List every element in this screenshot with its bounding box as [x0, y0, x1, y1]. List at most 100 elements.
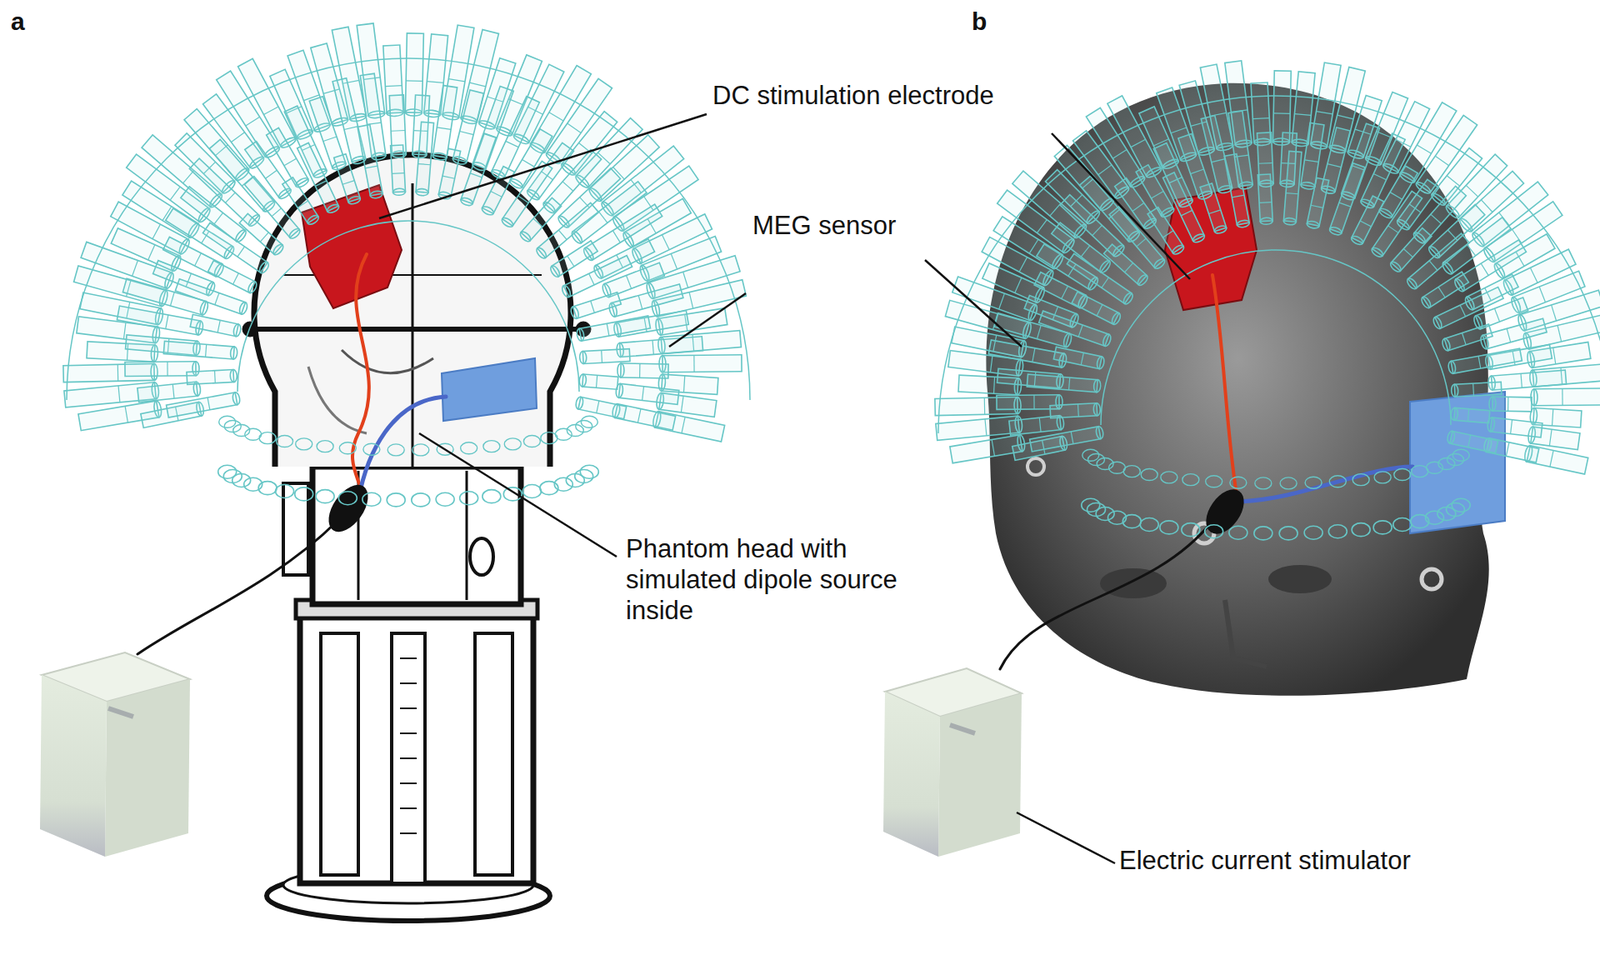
sensor-end — [523, 435, 540, 448]
sensor-ring — [1327, 164, 1341, 168]
sensor-tube — [575, 395, 627, 419]
sensor-end — [1447, 360, 1457, 375]
sensor-end — [1122, 515, 1141, 529]
sensor-tube — [1283, 150, 1302, 222]
sensor-end — [549, 264, 562, 279]
sensor-end — [1394, 469, 1411, 481]
sensor-ring — [470, 173, 482, 178]
sensor-tube — [190, 314, 239, 336]
sensor-ring — [344, 126, 359, 130]
sensor-end — [1389, 260, 1404, 274]
phantom-head — [242, 155, 591, 467]
sensor-ring — [405, 80, 423, 82]
sensor-tube — [1050, 403, 1101, 419]
sensor-end — [295, 438, 313, 450]
sensor-ring — [612, 230, 620, 243]
sensor-ring — [589, 273, 595, 285]
sensor-tube — [125, 361, 196, 377]
sensor-end — [338, 491, 357, 505]
sensor-ring — [1461, 333, 1466, 345]
sensor-tube — [334, 154, 362, 206]
sensor-tube — [1030, 426, 1101, 452]
sensor-end — [1213, 224, 1228, 235]
sensor-end — [1411, 465, 1429, 478]
helmet-outline — [1100, 250, 1451, 425]
reference-electrode — [441, 358, 1505, 534]
sensor-end — [1205, 475, 1223, 488]
sensor-end — [232, 474, 251, 488]
sensor-end — [1095, 507, 1115, 521]
sensor-tube — [1224, 154, 1250, 229]
sensor-end — [460, 196, 475, 208]
connector-plug — [320, 477, 1252, 540]
sensor-tube — [578, 396, 627, 419]
sensor-ring — [1520, 373, 1522, 388]
sensor-ring — [1069, 377, 1070, 390]
sensor-ring — [681, 416, 685, 434]
sensor-tube — [1444, 324, 1493, 351]
sensor-end — [316, 440, 334, 453]
sensor-ring — [132, 260, 139, 277]
sensor-ring — [1037, 325, 1042, 339]
sensor-tube — [579, 374, 619, 390]
callout-label: Electric current stimulator — [1116, 845, 1414, 876]
sensor-ring — [436, 127, 451, 130]
sensor-tube — [1163, 172, 1206, 245]
sensor-ring — [1360, 220, 1371, 227]
sensor-end — [500, 215, 515, 229]
sensor-tube — [617, 363, 669, 379]
sensor-ring — [490, 191, 502, 198]
sensor-tube — [415, 121, 435, 196]
phantom-stand — [266, 466, 550, 921]
sensor-tube — [615, 383, 679, 405]
sensor-end — [460, 491, 479, 505]
sensor-ring — [1259, 201, 1272, 204]
sensor-tube — [166, 392, 238, 418]
sensor-end — [238, 300, 250, 315]
sensor-ring — [518, 195, 529, 203]
sensor-ring — [684, 375, 685, 393]
sensor-end — [258, 481, 277, 495]
sensor-tube — [662, 355, 742, 373]
sensor-ring — [152, 224, 160, 240]
sensor-ring — [1390, 192, 1403, 200]
sensor-end — [435, 492, 455, 506]
sensor-tube — [1030, 425, 1105, 452]
sensor-ring — [1150, 190, 1164, 199]
sensor-end — [1420, 295, 1433, 310]
sensor-ring — [1339, 202, 1351, 207]
sensor-ring — [1096, 305, 1103, 316]
sensor-end — [579, 350, 587, 364]
sensor-ring — [148, 245, 155, 260]
sensor-tube — [1492, 396, 1532, 412]
sensor-end — [1101, 333, 1113, 348]
sensor-end — [580, 415, 598, 428]
sensor-tube — [1328, 163, 1365, 237]
sensor-ring — [549, 112, 564, 121]
sensor-ring — [237, 246, 245, 257]
sensor-ring — [1130, 139, 1146, 147]
sensor-ring — [637, 409, 641, 424]
sensor-end — [1279, 526, 1298, 540]
sensor-tube — [1026, 374, 1101, 393]
sensor-ring — [1553, 347, 1556, 365]
subject-head — [985, 83, 1489, 696]
sensor-ring — [1310, 205, 1324, 208]
sensor-ring — [1294, 114, 1311, 116]
sensor-ring — [505, 140, 519, 147]
sensor-ring — [1460, 305, 1465, 317]
sensor-end — [1229, 525, 1248, 540]
sensor-ring — [166, 361, 168, 376]
sensor-end — [1182, 474, 1200, 486]
sensor-ring — [562, 181, 574, 191]
sensor-ring — [315, 180, 327, 186]
sensor-end — [503, 487, 522, 501]
sensor-tube — [1489, 396, 1532, 412]
sensor-end — [1374, 471, 1391, 484]
sensor-end — [1329, 475, 1346, 488]
sensor-ring — [205, 344, 207, 357]
sensor-ring — [999, 293, 1005, 310]
helmet-outline — [66, 58, 750, 400]
sensor-ring — [1465, 185, 1479, 197]
sensor-ring — [442, 175, 455, 179]
